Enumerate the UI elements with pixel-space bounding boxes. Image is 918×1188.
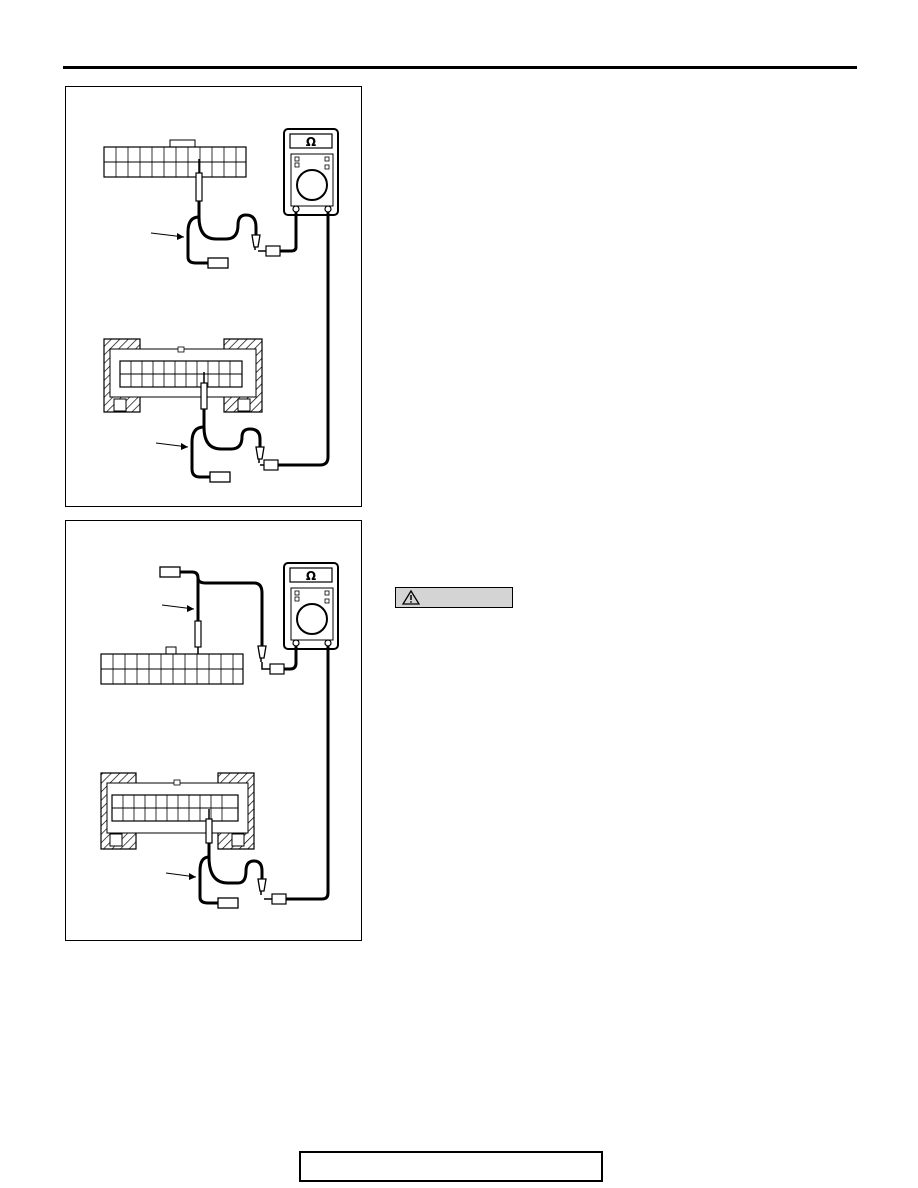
connector-housing	[103, 338, 263, 413]
meter-lead-v	[260, 212, 330, 471]
arrow-pointer-a	[161, 604, 195, 612]
meter-symbol: Ω	[306, 569, 316, 583]
harness-check-diagram-bottom: Ω	[100, 562, 339, 909]
meter-lead-com	[258, 212, 298, 257]
meter-lead-com	[261, 646, 298, 675]
probe-harness-b	[198, 809, 267, 909]
ohmmeter: Ω	[283, 562, 339, 650]
probe-harness-a	[159, 566, 267, 662]
arrow-pointer-a	[150, 232, 185, 240]
ohmmeter: Ω	[283, 128, 339, 216]
harness-check-diagram-top: Ω	[103, 128, 339, 483]
header-rule	[63, 66, 857, 69]
probe-harness-b	[190, 372, 265, 483]
caution-box	[395, 587, 513, 608]
meter-lead-v	[264, 646, 330, 905]
connector-plain	[100, 646, 244, 685]
connector-housing	[100, 772, 255, 850]
probe-harness-a	[186, 159, 261, 269]
footer-box	[299, 1151, 603, 1182]
connector-plain	[103, 139, 247, 178]
arrow-pointer-b	[155, 442, 189, 450]
figure-harness-check-bottom: Ω	[65, 520, 362, 941]
warning-triangle-icon	[401, 589, 421, 605]
meter-symbol: Ω	[306, 135, 316, 149]
figure-harness-check-top: Ω	[65, 86, 362, 507]
arrow-pointer-b	[165, 872, 197, 880]
